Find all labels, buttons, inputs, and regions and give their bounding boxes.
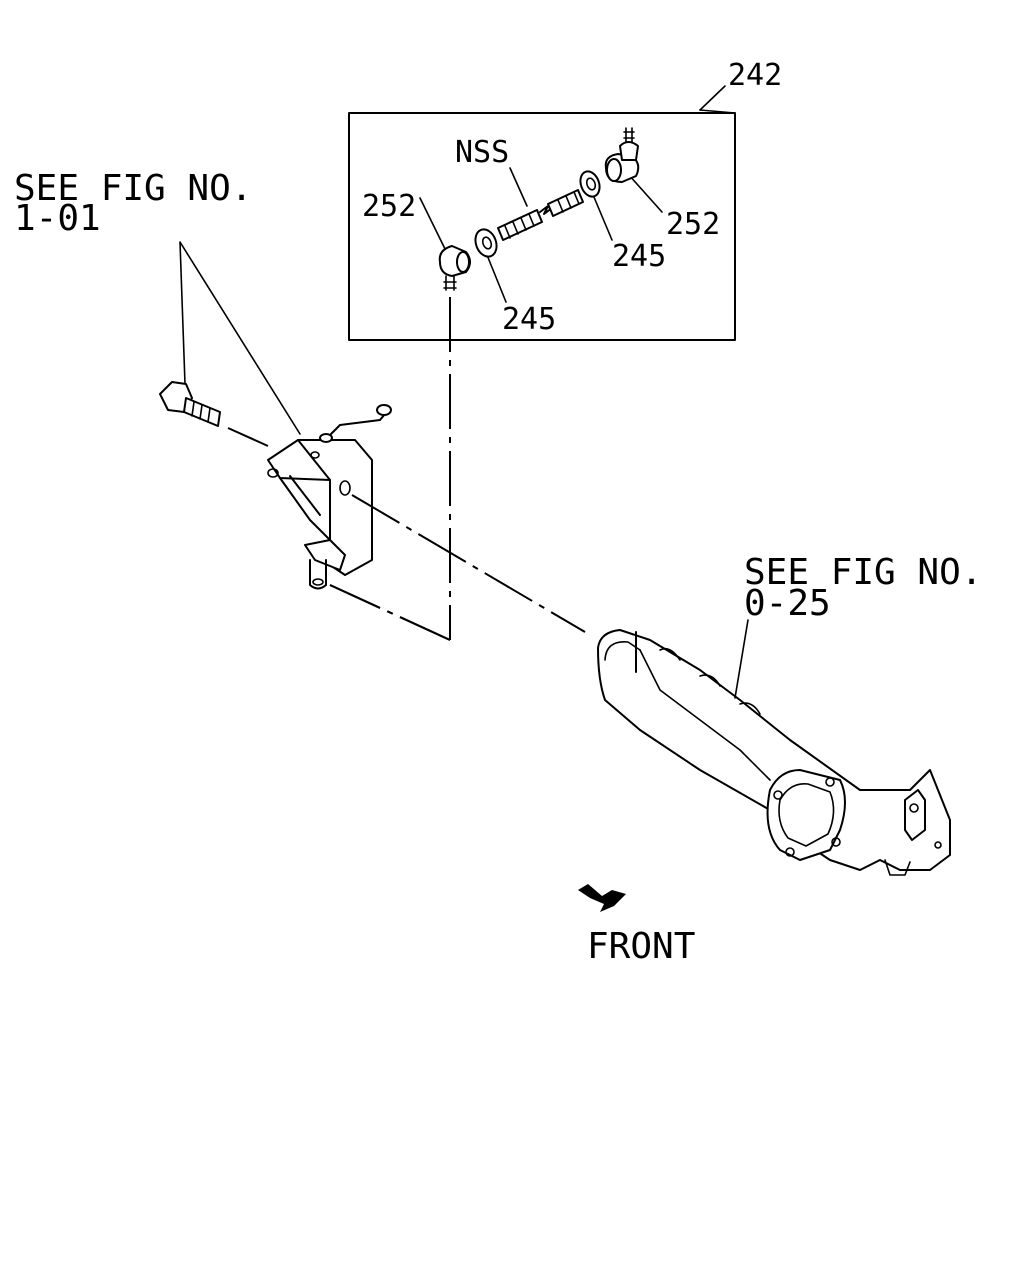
see-fig-a-line1: SEE FIG NO. (14, 168, 252, 209)
centerline-diagonal (351, 494, 586, 633)
label-245-left: 245 (502, 302, 556, 337)
bracket (267, 404, 392, 590)
label-245-right: 245 (612, 239, 666, 274)
leader-242b (699, 85, 726, 111)
see-fig-b-line1: SEE FIG NO. (744, 552, 982, 593)
rod-nss (497, 189, 584, 241)
leader-245-right (590, 189, 613, 241)
inset-box (348, 112, 736, 341)
leader-245-left (486, 254, 507, 303)
nut-right (579, 170, 601, 198)
leader-nss (509, 167, 528, 207)
ball-joint-left (438, 245, 471, 291)
label-252-right: 252 (666, 207, 720, 242)
leader-see-fig-a (179, 241, 301, 435)
see-fig-b-line2: 0-25 (744, 583, 831, 624)
front-label: FRONT (587, 926, 695, 967)
intake-manifold (597, 629, 951, 876)
label-nss: NSS (455, 135, 509, 170)
label-252-left: 252 (362, 189, 416, 224)
ball-joint-right (604, 127, 640, 183)
leader-see-fig-b (734, 619, 749, 699)
nut-left (474, 228, 498, 258)
bolt (159, 381, 221, 427)
leader-242 (699, 109, 736, 114)
leader-252-right (627, 173, 663, 213)
bolt-centerline (227, 427, 269, 447)
see-fig-a-line2: 1-01 (14, 198, 101, 239)
leader-252-left (419, 197, 449, 256)
label-242: 242 (728, 58, 782, 93)
front-arrow-icon (578, 884, 626, 912)
centerline-lower (329, 584, 451, 641)
